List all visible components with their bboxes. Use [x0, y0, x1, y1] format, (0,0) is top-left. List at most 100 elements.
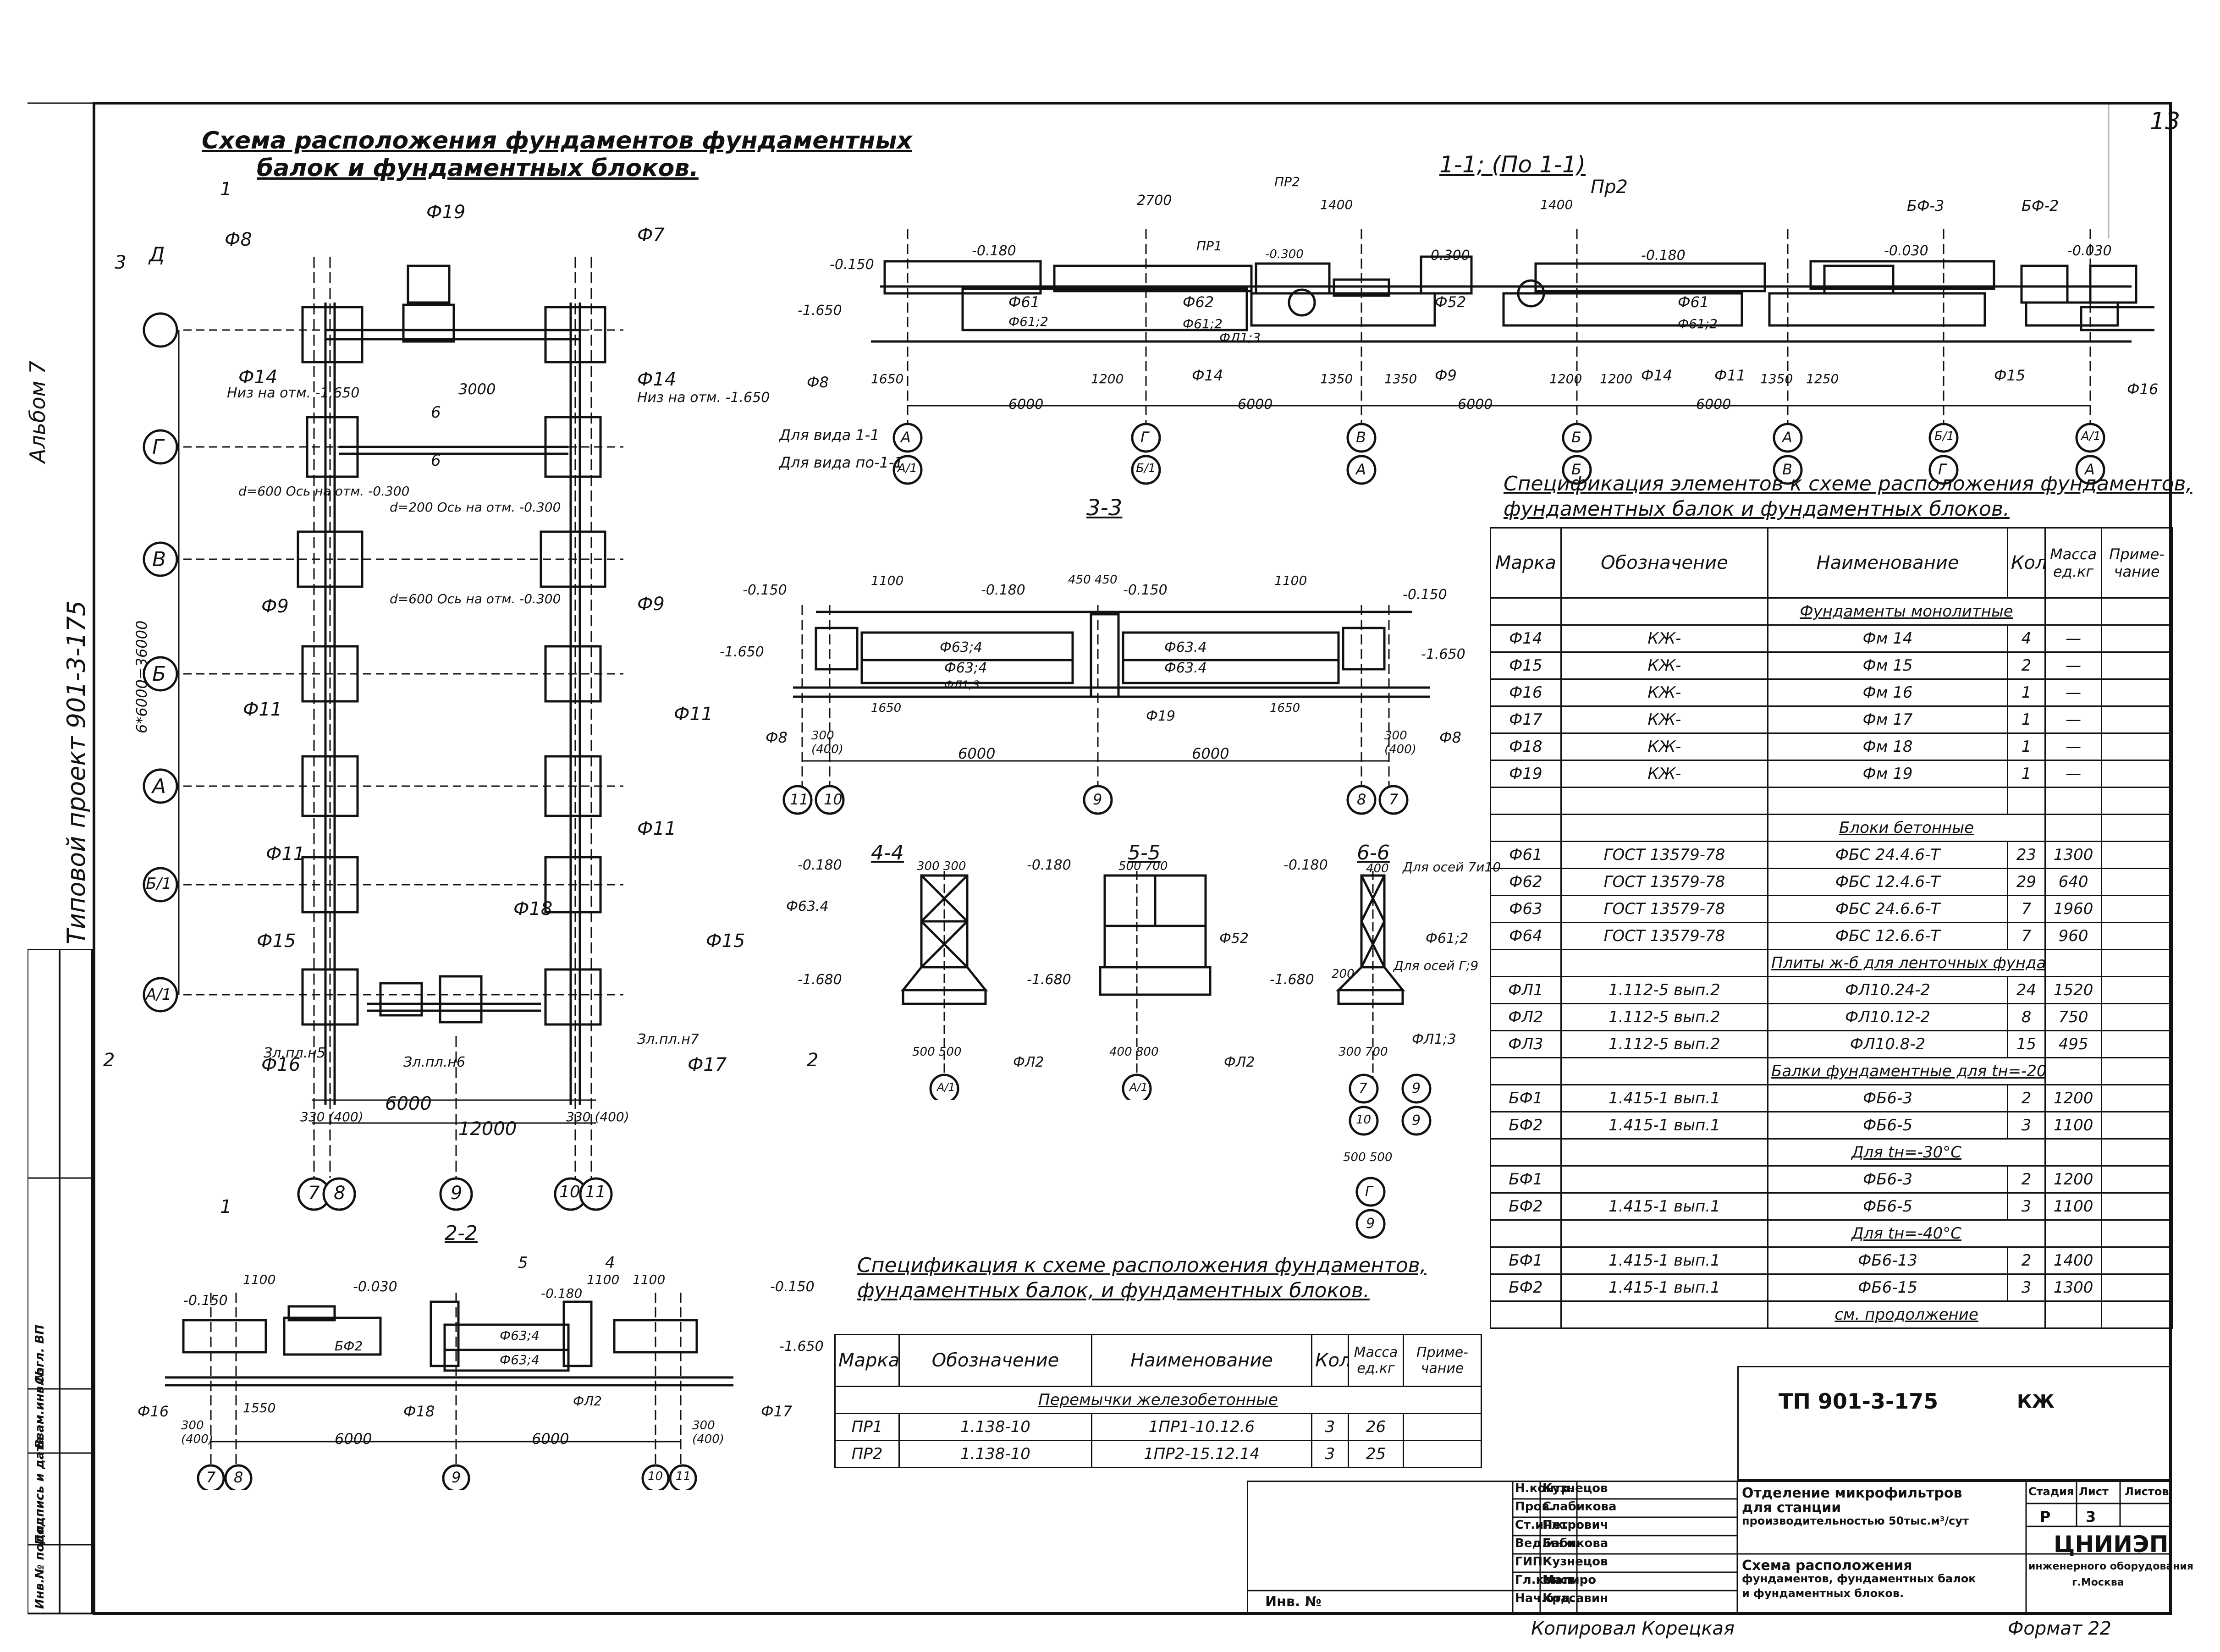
s66-ax4: 9 — [1412, 1112, 1421, 1129]
col-name: Наименование — [1767, 527, 2009, 599]
s11-ax5: А — [1782, 429, 1792, 446]
cell: КЖ- — [1560, 624, 1769, 653]
s22-e4: ФЛ2 — [573, 1393, 602, 1409]
s11-e7: Ф61 — [1678, 293, 1709, 311]
plan-f14r: Ф14 — [637, 369, 677, 390]
s22-d7: 300 (400) — [181, 1419, 213, 1446]
s11-f14b: Ф14 — [1641, 367, 1673, 384]
plan-axis6000: 6*6000=36000 — [133, 620, 150, 733]
s22-ax4: 10 — [648, 1470, 663, 1483]
cell — [2101, 1165, 2173, 1194]
s11-d6: 1350 — [1320, 371, 1353, 386]
s33-e6: Ф19 — [1146, 708, 1175, 724]
table-row: ПР2 1.138-10 1ПР2-15.12.14 3 25 — [834, 1440, 1482, 1468]
staff-role: ГИП — [1515, 1555, 1543, 1569]
s55-e2: ФЛ2 — [1224, 1054, 1255, 1070]
s66-n1: Для осей 7и10 — [1403, 859, 1501, 875]
col-axis-bubbles — [297, 1177, 613, 1211]
s66-e2: ФЛ1;3 — [1412, 1031, 1456, 1047]
s33-e2: Ф63;4 — [944, 660, 987, 676]
cell — [2101, 1084, 2173, 1112]
cell: 3 — [2007, 1111, 2046, 1140]
cell: БФ2 — [1490, 1111, 1562, 1140]
tb-inv: Инв. № — [1265, 1594, 1322, 1610]
cell: БФ1 — [1490, 1165, 1562, 1194]
s11-f8: Ф8 — [807, 374, 829, 391]
cell: КЖ- — [1560, 651, 1769, 680]
s55-ax: А/1 — [1129, 1081, 1148, 1094]
spec-small-table: Марка Обозначение Наименование Кол. Масс… — [834, 1334, 1482, 1468]
s33-e3: ФЛ1;3 — [944, 678, 980, 691]
s33-m2: -0.180 — [981, 582, 1025, 598]
spec-small-title2: фундаментных балок, и фундаментных блоко… — [857, 1279, 1370, 1302]
s22-e7: Ф17 — [761, 1403, 793, 1420]
s22-ax2: 8 — [234, 1469, 243, 1486]
plan-f19: Ф19 — [426, 202, 466, 223]
small-group-row: Перемычки железобетонные — [834, 1386, 1482, 1414]
cell: 640 — [2044, 868, 2103, 896]
tb-copied: Копировал Корецкая — [1531, 1618, 1735, 1639]
cell: ФЛ2 — [1490, 1003, 1562, 1031]
cell: 1.112-5 вып.2 — [1560, 1030, 1769, 1058]
cell: 3 — [2007, 1192, 2046, 1221]
cell: 1200 — [2044, 1165, 2103, 1194]
group-label: Балки фундаментные для tн=-20°С — [1767, 1057, 2046, 1085]
s55-e1: Ф52 — [1219, 931, 1249, 947]
plan-sec6b: 6 — [431, 452, 441, 470]
row-d: Д — [149, 243, 165, 266]
cell: ФЛ1 — [1490, 976, 1562, 1004]
s44-m1: -0.180 — [798, 857, 842, 873]
s11-ax3: В — [1356, 429, 1366, 446]
s66-ax5: Г — [1365, 1184, 1373, 1200]
group-row: см. продолжение — [1490, 1300, 2173, 1329]
s11-d2: 1400 — [1320, 197, 1353, 212]
s11-f15: Ф15 — [1994, 367, 2026, 384]
cell: ФБС 24.4.6-Т — [1767, 841, 2009, 869]
plan-sec3: 3 — [115, 252, 127, 273]
plan-zl5: Зл.пл.н5 — [264, 1045, 325, 1061]
cell: 3 — [1311, 1440, 1349, 1468]
cell: ПР2 — [834, 1440, 900, 1468]
s22-d4: 1550 — [243, 1400, 276, 1415]
s11-bx2: Б/1 — [1136, 462, 1156, 475]
s33-ax2: 10 — [824, 791, 843, 808]
cell — [2101, 1246, 2173, 1275]
section-5-5 — [1099, 871, 1212, 1100]
s66-d3: 200 — [1332, 967, 1355, 981]
s66-ax6: 9 — [1366, 1216, 1375, 1232]
s66-n2: Для осей Г;9 — [1394, 958, 1479, 973]
s11-e5: ФЛ1;3 — [1219, 330, 1261, 345]
s33-d9: 300 (400) — [1384, 729, 1416, 756]
s66-m2: -1.680 — [1270, 972, 1314, 988]
cell — [2101, 868, 2173, 896]
cell: БФ2 — [1490, 1273, 1562, 1302]
cell — [2101, 651, 2173, 680]
cell: Ф64 — [1490, 922, 1562, 950]
s33-d7: 1650 — [1270, 701, 1300, 715]
small-col-qty: Кол. — [1311, 1334, 1349, 1387]
cell: Ф18 — [1490, 732, 1562, 761]
s11-bx1: А/1 — [898, 462, 918, 475]
cell: 3 — [2007, 1273, 2046, 1302]
s11-bx5: В — [1782, 461, 1792, 478]
cell: — — [2044, 624, 2103, 653]
cell — [2101, 678, 2173, 707]
s11-e10: ПР2 — [1274, 174, 1300, 189]
cell: ФБ6-3 — [1767, 1165, 2009, 1194]
tb-sheet-h: Лист — [2079, 1485, 2109, 1498]
s11-m8: -1.650 — [798, 303, 842, 319]
cell: Фм 16 — [1767, 678, 2009, 707]
col-9: 9 — [451, 1183, 463, 1204]
section-1-1 — [871, 229, 2154, 485]
cell — [2101, 624, 2173, 653]
s33-d1: 1100 — [871, 573, 904, 588]
plan-d600b: d=600 Ось на отм. -0.300 — [390, 591, 561, 606]
s22-d2: 1100 — [633, 1272, 666, 1287]
tb-stage-h: Стадия — [2028, 1485, 2074, 1498]
s11-ax7: А/1 — [2081, 430, 2101, 443]
s44-d2: 500 500 — [912, 1045, 962, 1059]
cell: 1.138-10 — [898, 1413, 1092, 1441]
